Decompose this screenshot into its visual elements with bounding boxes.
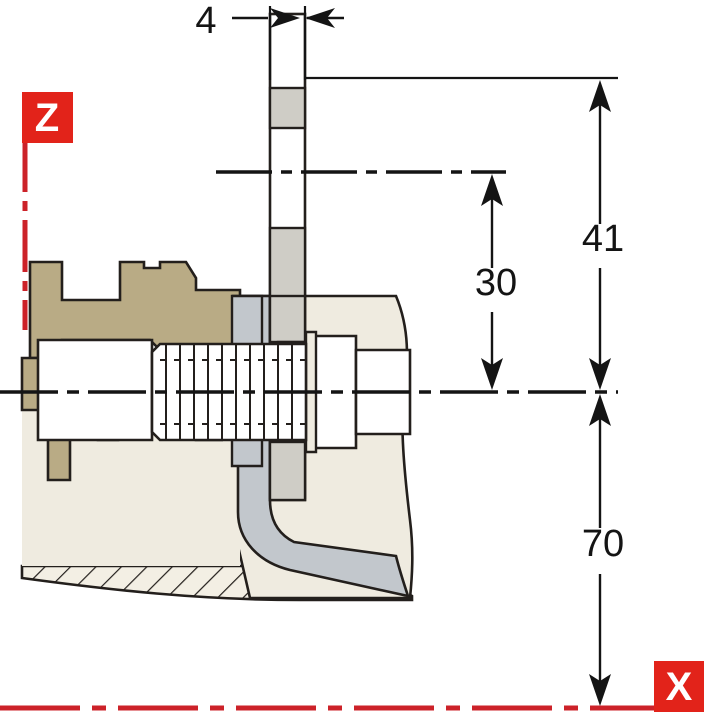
blade-shaded-segment-upper — [268, 86, 307, 130]
reference-lines-group — [0, 170, 618, 394]
dimension-41-label: 41 — [582, 218, 624, 260]
datum-marker-x[interactable]: X — [0, 661, 704, 712]
datum-marker-z[interactable]: Z — [22, 92, 73, 330]
dimension-30-label: 30 — [475, 262, 517, 304]
dimension-41-arrow-bottom — [589, 358, 611, 390]
dimension-4-label: 4 — [195, 0, 216, 42]
datum-z-flag-box[interactable] — [22, 92, 73, 143]
dimension-41-arrow-top — [589, 80, 611, 112]
bore-cavity-group — [36, 338, 154, 442]
datum-x-label: X — [666, 665, 693, 709]
dimension-4-arrow-left — [270, 8, 300, 28]
datum-z-label: Z — [35, 96, 59, 140]
dimension-30-arrow-top — [481, 174, 503, 206]
dimension-4-arrow-right — [305, 8, 335, 28]
dimension-70-arrow-bottom — [589, 674, 611, 706]
housing-cream-left — [22, 410, 240, 566]
dimension-70: 70 — [582, 394, 624, 706]
dimension-41: 41 — [582, 80, 624, 390]
dimension-30: 30 — [475, 174, 517, 390]
extension-lines-group — [268, 6, 618, 80]
dimension-70-arrow-top — [589, 394, 611, 426]
datum-x-flag-box[interactable] — [654, 661, 704, 712]
dimension-30-arrow-bottom — [481, 358, 503, 390]
blade-shaded-segment-bottom — [268, 440, 307, 502]
dimension-4: 4 — [195, 0, 344, 42]
blade-collar — [268, 294, 307, 344]
dimension-70-label: 70 — [582, 523, 624, 565]
bore-cavity-left — [36, 338, 154, 442]
